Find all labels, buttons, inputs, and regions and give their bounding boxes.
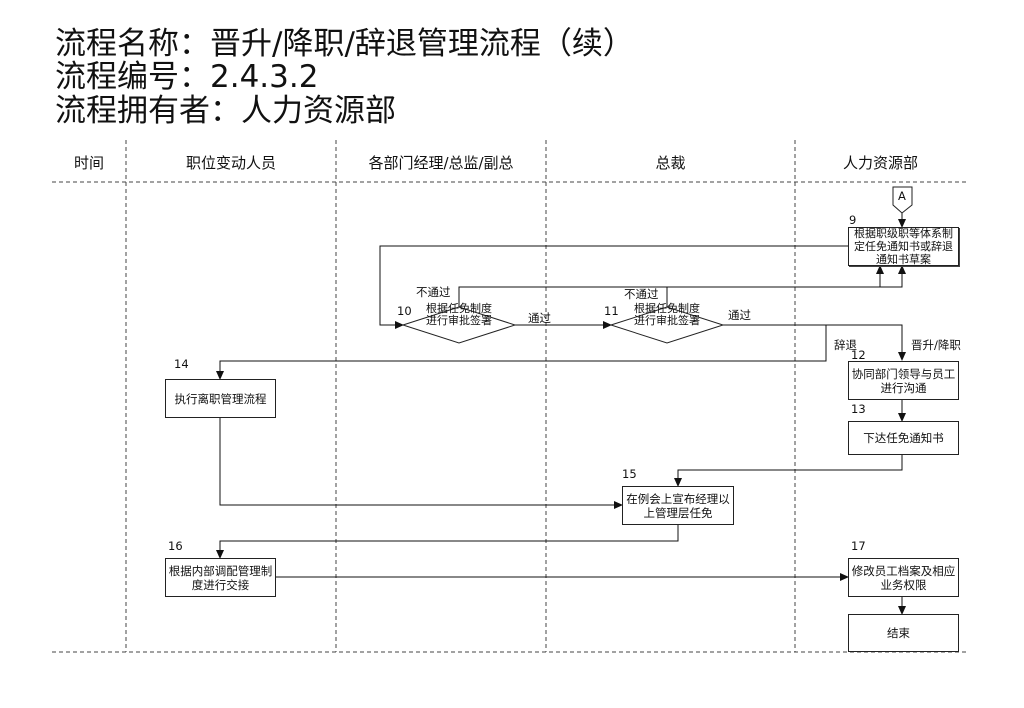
connector-label: A — [898, 189, 906, 203]
step-9-box: 根据职级职等体系制定任免通知书或辞退通知书草案 — [848, 227, 959, 266]
label-dismiss: 辞退 — [834, 338, 857, 352]
connector-shape — [892, 186, 913, 214]
step-16-box: 根据内部调配管理制度进行交接 — [165, 558, 276, 597]
step-number-15: 15 — [622, 467, 637, 481]
step-number-9: 9 — [849, 213, 857, 227]
step-10-text: 根据任免制度进行审批签署 — [426, 302, 492, 327]
step-number-17: 17 — [851, 539, 866, 553]
page-title: 流程名称：晋升/降职/辞退管理流程（续） — [55, 26, 634, 62]
step-number-11: 11 — [604, 304, 619, 318]
edge-14-to-15 — [219, 418, 623, 509]
process-owner: 流程拥有者：人力资源部 — [55, 93, 396, 129]
lane-header-employee: 职位变动人员 — [185, 154, 276, 172]
step-11-text: 根据任免制度进行审批签署 — [634, 302, 700, 327]
label-fail-11: 不通过 — [624, 287, 659, 301]
label-fail-10: 不通过 — [416, 285, 451, 299]
lane-header-president: 总裁 — [655, 154, 686, 172]
edge-9-to-10 — [379, 245, 848, 329]
step-15-box: 在例会上宣布经理以上管理层任免 — [622, 486, 734, 525]
step-number-13: 13 — [851, 402, 866, 416]
step-number-10: 10 — [397, 304, 412, 318]
lane-header-time: 时间 — [73, 154, 104, 172]
edge-11-pass — [723, 324, 906, 361]
edge-15-to-16 — [216, 525, 679, 559]
lane-grid — [52, 140, 966, 653]
step-number-12: 12 — [851, 348, 866, 362]
step-17-box: 修改员工档案及相应业务权限 — [848, 558, 959, 597]
step-12-box: 协同部门领导与员工进行沟通 — [848, 361, 959, 400]
edge-13-to-15 — [674, 455, 903, 487]
lane-header-hr: 人力资源部 — [842, 154, 918, 172]
label-pass-10: 通过 — [528, 311, 551, 325]
lane-header-managers: 各部门经理/总监/副总 — [368, 154, 514, 172]
label-pass-11: 通过 — [728, 308, 751, 322]
step-14-box: 执行离职管理流程 — [165, 379, 276, 418]
edge-dismiss — [216, 325, 827, 380]
process-number: 流程编号：2.4.3.2 — [55, 59, 319, 95]
label-promote: 晋升/降职 — [911, 338, 961, 352]
step-13-box: 下达任免通知书 — [848, 421, 959, 455]
step-number-16: 16 — [168, 539, 183, 553]
step-number-14: 14 — [174, 357, 189, 371]
end-box: 结束 — [848, 614, 959, 652]
edge-11-fail — [666, 265, 906, 307]
